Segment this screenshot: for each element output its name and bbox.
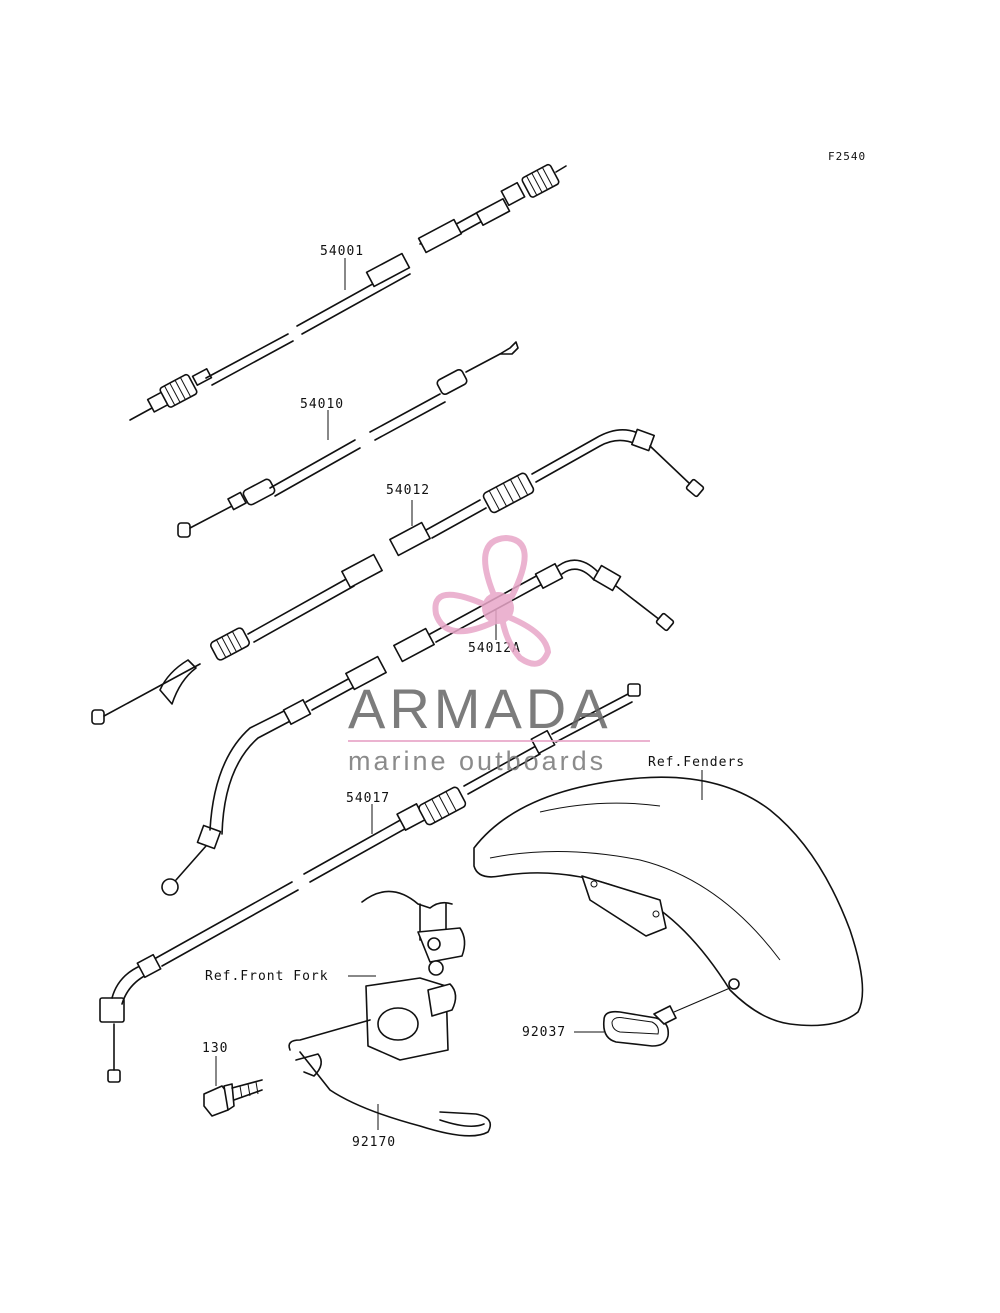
part-label-92037: 92037 bbox=[522, 1025, 566, 1040]
part-label-54012: 54012 bbox=[386, 483, 430, 498]
figure-id: F2540 bbox=[828, 150, 866, 163]
bolt-130[interactable] bbox=[203, 1056, 263, 1117]
propeller-logo-icon bbox=[432, 534, 552, 667]
ref-label-fenders: Ref.Fenders bbox=[648, 755, 745, 770]
cable-54017[interactable] bbox=[99, 683, 641, 1083]
cable-guide-92037[interactable] bbox=[574, 987, 731, 1047]
watermark: ARMADA marine outboards bbox=[348, 534, 650, 776]
part-label-92170: 92170 bbox=[352, 1135, 396, 1150]
watermark-tagline: marine outboards bbox=[348, 746, 606, 776]
front-fork-clamp[interactable] bbox=[348, 890, 466, 1061]
part-label-54001: 54001 bbox=[320, 244, 364, 259]
front-fender[interactable] bbox=[473, 770, 864, 1027]
cable-clamp-92170[interactable] bbox=[288, 1019, 492, 1137]
part-label-130: 130 bbox=[202, 1041, 228, 1056]
part-label-54010: 54010 bbox=[300, 397, 344, 412]
watermark-brand: ARMADA bbox=[348, 677, 612, 740]
cable-54001[interactable] bbox=[129, 163, 567, 421]
part-label-54017: 54017 bbox=[346, 791, 390, 806]
cable-54010[interactable] bbox=[177, 341, 519, 538]
ref-label-front-fork: Ref.Front Fork bbox=[205, 969, 329, 984]
part-label-54012a: 54012A bbox=[468, 641, 521, 656]
cable-54012[interactable] bbox=[91, 428, 705, 725]
